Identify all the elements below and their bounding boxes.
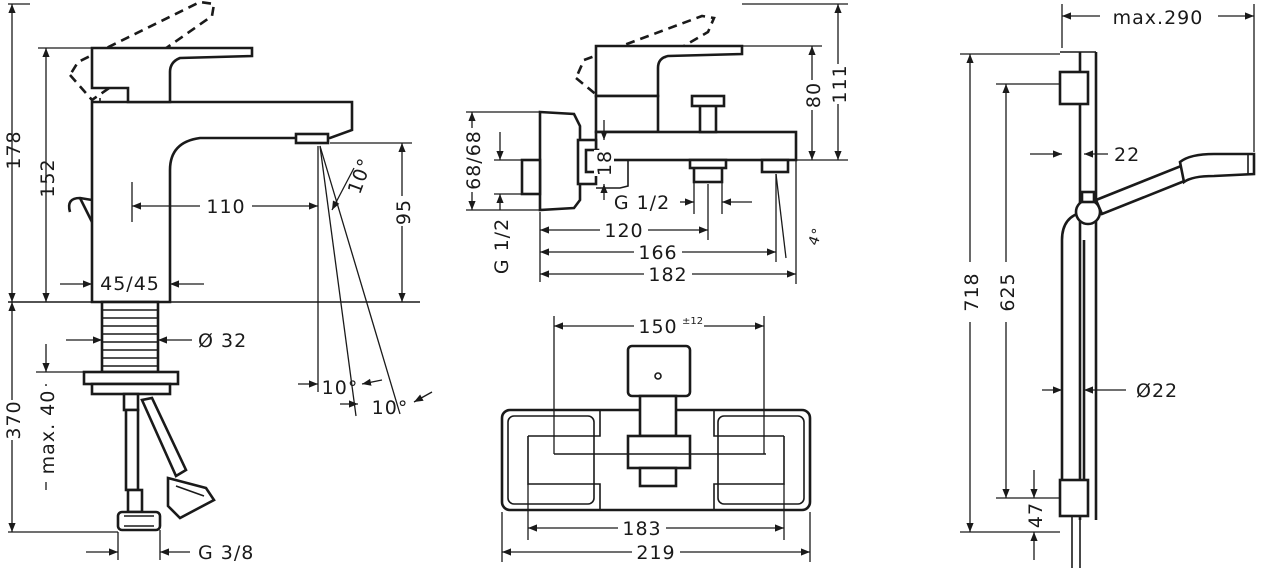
dim-110: 110	[206, 196, 245, 218]
dim-150: 150	[638, 316, 677, 338]
bath-lever-open-outline	[574, 14, 716, 98]
wall-bracket-top	[1058, 70, 1090, 106]
dim-120: 120	[604, 220, 643, 242]
wall-escutcheon	[538, 110, 582, 212]
lever-open-outline	[68, 0, 216, 102]
dim-80: 80	[803, 82, 825, 108]
basin-mixer-lever	[90, 46, 254, 104]
basin-mixer-view: 178 152 110 95 10° 10° 10° 45/45 Ø 32	[2, 0, 433, 564]
dim-111: 111	[829, 64, 851, 103]
pop-up-rod	[67, 196, 93, 213]
diverter-knob	[690, 94, 726, 108]
hand-shower-head	[1178, 152, 1256, 185]
dim-182: 182	[648, 264, 687, 286]
dim-angle-bottom-1: 10°	[322, 377, 359, 399]
shower-hose	[1071, 516, 1081, 568]
dim-angle-top: 10°	[344, 155, 377, 197]
dim-95: 95	[393, 199, 415, 225]
dim-183: 183	[622, 518, 661, 540]
dim-angle-4: 4°	[806, 225, 827, 247]
bath-mixer-side-view: 111 80 68/68 G 1/2 18 G 1/2 120	[462, 3, 851, 286]
supply-hose-right	[140, 396, 188, 478]
basin-mixer-body	[90, 100, 354, 304]
dim-22: 22	[1114, 144, 1140, 166]
dim-18: 18	[594, 150, 616, 176]
dim-g-3-8: G 3/8	[198, 542, 254, 564]
supply-hose-left	[124, 408, 140, 492]
dim-47: 47	[1025, 502, 1047, 528]
center-housing	[626, 344, 692, 398]
dim-370: 370	[3, 400, 25, 439]
hose-nut-left	[116, 510, 162, 532]
hose-nut-right	[166, 476, 216, 520]
dim-g-1-2-vertical: G 1/2	[491, 218, 513, 274]
dim-max-290: max.290	[1113, 7, 1204, 29]
hand-shower-handle	[1094, 162, 1194, 216]
bath-mixer-head	[594, 94, 660, 134]
shower-rail-view: max.290 22 718 625 Ø22 47	[960, 4, 1256, 568]
bath-mixer-lever	[594, 44, 744, 98]
dim-152: 152	[37, 158, 59, 197]
dim-166: 166	[638, 242, 677, 264]
dim-angle-bottom-2: 10°	[372, 397, 409, 419]
dim-max-40: max. 40	[37, 390, 59, 475]
dim-150-tolerance: ±12	[682, 316, 703, 327]
bath-mixer-front-view: 150 ±12 183 219	[500, 312, 812, 564]
dim-68-68: 68/68	[463, 130, 485, 190]
dim-625: 625	[997, 272, 1019, 311]
dim-diameter-32: Ø 32	[198, 330, 247, 352]
dim-718: 718	[961, 272, 983, 311]
bath-mixer-spout	[594, 130, 798, 162]
wall-bracket-bottom	[1058, 478, 1090, 518]
fixing-nut	[82, 370, 180, 386]
diverter-stem	[698, 102, 718, 134]
aerator	[294, 132, 330, 145]
dim-178: 178	[3, 130, 25, 169]
bath-aerator	[760, 158, 790, 174]
dim-45-45: 45/45	[100, 273, 160, 295]
dim-diameter-22: Ø22	[1136, 380, 1178, 402]
wall-connector	[520, 158, 542, 196]
dim-g-1-2: G 1/2	[614, 192, 670, 214]
thread-lines	[102, 309, 158, 367]
dim-219: 219	[636, 542, 675, 564]
threaded-shank	[100, 300, 160, 374]
